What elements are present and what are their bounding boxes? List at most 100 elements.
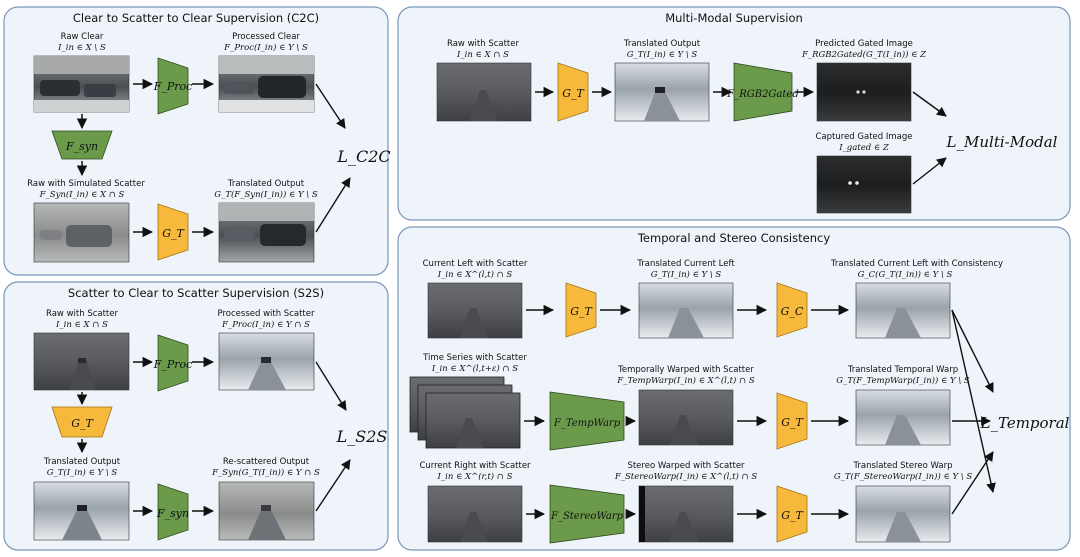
s2s-raw-label: Raw with Scatter [46,309,118,319]
c2c-trans-label: Translated Output [227,179,305,189]
tsc-tw-formula: F_TempWarp(I_in) ∈ X^(l,t) ∩ S [616,375,755,386]
tsc-gt-label-2: G_T [781,416,804,429]
c2c-proc-label: Processed Clear [232,32,300,42]
s2s-rescat-label: Re-scattered Output [223,457,310,467]
mm-capt-label: Captured Gated Image [816,132,913,142]
mm-pred-formula: F_RGB2Gated(G_T(I_in)) ∈ Z [801,49,927,60]
tsc-gt-label-3: G_T [781,509,804,522]
s2s-translated-image [33,481,130,541]
tsc-translated-stereo-warp-image [855,485,951,543]
c2c-gt-block: G_T [157,203,189,261]
s2s-proc-formula: F_Proc(I_in) ∈ Y ∩ S [221,319,310,330]
tsc-translated-temporal-warp-image [855,389,951,446]
tsc-arrow-tclc-loss [951,309,994,393]
mm-gt-block: G_T [557,62,589,122]
tsc-tsw-formula: G_T(F_StereoWarp(I_in)) ∈ Y \ S [834,471,973,482]
tsc-cl-label: Current Left with Scatter [423,259,528,269]
mm-trans-formula: G_T(I_in) ∈ Y \ S [627,49,698,60]
tsc-gt-block-2: G_T [776,392,808,450]
c2c-raw-label: Raw Clear [61,32,104,42]
mm-loss: L_Multi-Modal [946,133,1058,151]
tsc-ts-formula: I_in ∈ X^(l,t+ε) ∩ S [431,363,518,374]
s2s-trans-label: Translated Output [43,457,121,467]
mm-pred-label: Predicted Gated Image [815,39,913,49]
mm-gt-label: G_T [562,87,585,100]
tsc-tsw-label: Translated Stereo Warp [852,461,952,471]
c2c-simulated-image [33,202,130,263]
tsc-time-series-stack [409,376,521,449]
mm-translated-image [614,62,710,122]
tsc-arrow-tsw-loss [951,451,994,515]
tsc-gc-label: G_C [781,305,804,318]
tsc-current-left-image [427,282,523,339]
c2c-translated-image [218,202,315,263]
s2s-fproc-block: F_Proc [153,334,193,392]
tsc-ts-label: Time Series with Scatter [422,353,527,363]
mm-predicted-gated-image [816,62,912,122]
tsc-gt-block-1: G_T [565,282,597,338]
mm-raw-image [436,62,532,122]
c2c-arrow-proc-loss [315,83,346,129]
c2c-fproc-block: F_Proc [153,57,192,115]
s2s-trans-formula: G_T(I_in) ∈ Y \ S [47,467,118,478]
tsc-loss: L_Temporal [980,414,1070,432]
c2c-proc-formula: F_Proc(I_in) ∈ Y \ S [223,42,308,53]
c2c-gt-label: G_T [162,227,185,240]
tsc-cr-label: Current Right with Scatter [419,461,531,471]
tsc-tclc-label: Translated Current Left with Consistency [830,259,1003,269]
s2s-fproc-label: F_Proc [153,358,193,371]
tsc-tcl-formula: G_T(I_in) ∈ Y \ S [651,269,722,280]
tsc-stereo-warped-image [638,485,734,543]
c2c-loss: L_C2C [336,147,390,166]
s2s-gt-label: G_T [71,417,94,430]
c2c-title: Clear to Scatter to Clear Supervision (C… [73,11,319,25]
c2c-trans-formula: G_T(F_Syn(I_in)) ∈ Y \ S [214,189,318,200]
c2c-sim-label: Raw with Simulated Scatter [27,179,145,189]
s2s-gt-block: G_T [51,406,113,438]
tsc-gt-block-3: G_T [776,485,808,543]
mm-raw-label: Raw with Scatter [447,39,519,49]
c2c-fsyn-label: F_syn [65,140,98,153]
multimodal-title: Multi-Modal Supervision [665,11,803,25]
mm-arrow-pred-loss [912,91,947,117]
mm-capt-formula: I_gated ∈ Z [838,143,890,153]
c2c-raw-formula: I_in ∈ X \ S [57,43,106,53]
tsc-sw-label: Stereo Warped with Scatter [627,461,745,471]
tsc-stereowarp-label: F_StereoWarp [550,511,624,522]
mm-rgb2gated-block: F_RGB2Gated [726,62,799,122]
tsc-tempwarp-label: F_TempWarp [553,418,621,429]
s2s-rescattered-image [218,481,315,541]
tsc-tw-label: Temporally Warped with Scatter [617,365,754,375]
mm-captured-gated-image [816,155,912,214]
tsc-gt-label-1: G_T [570,305,593,318]
tsc-gc-block: G_C [776,282,808,338]
s2s-loss: L_S2S [336,427,388,446]
tsc-cr-formula: I_in ∈ X^(r,t) ∩ S [437,471,513,482]
s2s-raw-image [33,332,130,391]
mm-raw-formula: I_in ∈ X ∩ S [456,50,509,60]
s2s-processed-image [218,332,315,391]
c2c-arrow-trans-loss [315,177,351,233]
tsc-sw-formula: F_StereoWarp(I_in) ∈ X^(l,t) ∩ S [614,471,757,482]
s2s-proc-label: Processed with Scatter [218,309,315,319]
tsc-current-right-image [427,485,523,543]
c2c-raw-image [33,55,130,113]
s2s-fsyn-block: F_syn [156,483,189,541]
c2c-sim-formula: F_Syn(I_in) ∈ X ∩ S [39,189,125,200]
tsc-ttw-formula: G_T(F_TempWarp(I_in)) ∈ Y \ S [836,375,970,386]
tsc-cl-formula: I_in ∈ X^(l,t) ∩ S [437,269,513,280]
tsc-translated-consistency-image [855,282,951,339]
c2c-fsyn-block: F_syn [51,130,113,160]
tsc-translated-current-left-image [638,282,734,339]
s2s-title: Scatter to Clear to Scatter Supervision … [68,286,324,300]
s2s-fsyn-label: F_syn [156,507,189,520]
mm-trans-label: Translated Output [623,39,701,49]
s2s-arrow-proc-loss [315,361,347,411]
tsc-tclc-formula: G_C(G_T(I_in)) ∈ Y \ S [858,269,953,280]
s2s-raw-formula: I_in ∈ X ∩ S [55,320,108,330]
s2s-arrow-rescat-loss [315,459,351,512]
tsc-tcl-label: Translated Current Left [636,259,735,269]
tsc-temporally-warped-image [638,389,734,446]
tsc-title: Temporal and Stereo Consistency [637,231,830,245]
